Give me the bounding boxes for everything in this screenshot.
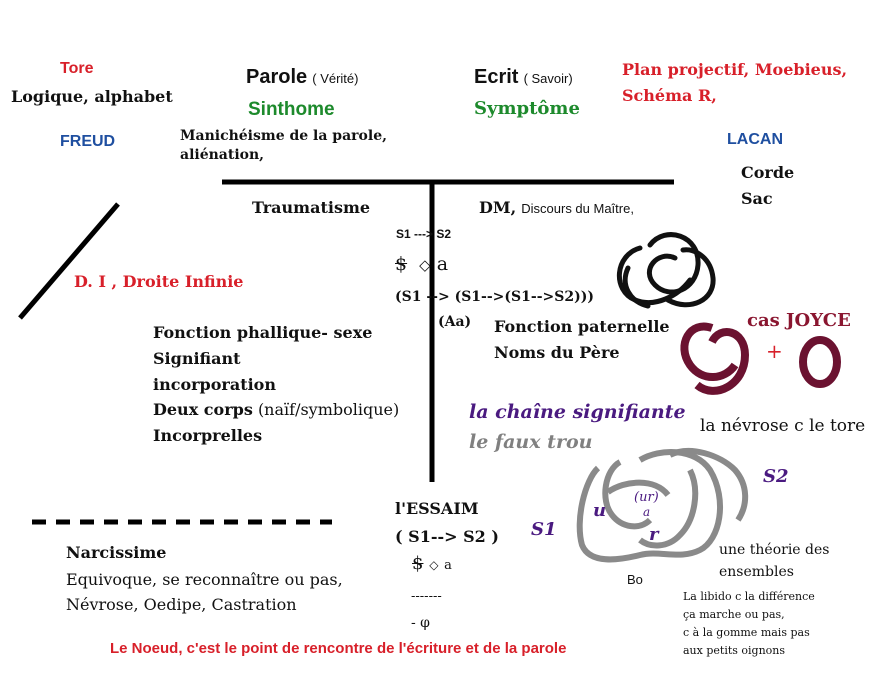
borromean-knot-icon: [576, 448, 749, 563]
narcissisme-line-1: Equivoque, se reconnaître ou pas,: [66, 570, 343, 589]
bo-label: Bo: [627, 572, 643, 587]
ecrit-title: Ecrit: [474, 66, 519, 88]
barred-s: $: [395, 253, 408, 275]
plus-sign: +: [766, 339, 783, 363]
s1-knot-label: S1: [531, 519, 557, 540]
noms-du-pere-label: Noms du Père: [494, 343, 620, 362]
libido-line-2: ça marche ou pas,: [683, 608, 785, 621]
phallique-line-4: Deux corps (naïf/symbolique): [153, 400, 400, 419]
narcissisme-line-2: Névrose, Oedipe, Castration: [66, 595, 297, 614]
nevrose-label: la névrose c le tore: [700, 416, 866, 436]
phallique-line-5: Incorprelles: [153, 426, 263, 445]
essaim-losange-icon: ◇: [429, 558, 439, 572]
ur-knot-label: (ur): [634, 490, 659, 505]
signifier-chain-formula: (S1 --> (S1-->(S1-->S2))): [395, 289, 594, 305]
parole-desc-1: Manichéisme de la parole,: [180, 128, 387, 144]
parole-sub: ( Vérité): [312, 71, 359, 86]
objet-a: a: [436, 253, 449, 275]
faux-trou-label: le faux trou: [469, 431, 593, 453]
phallique-line-3: incorporation: [153, 375, 276, 394]
joyce-rings-icon: [680, 322, 841, 395]
s1-s2-formula: S1 ---> S2: [396, 227, 452, 241]
fonction-paternelle-label: Fonction paternelle: [494, 317, 670, 336]
libido-line-1: La libido c la différence: [683, 590, 815, 603]
u-knot-label: u: [593, 500, 607, 521]
traumatisme-label: Traumatisme: [252, 198, 371, 217]
joyce-label: cas JOYCE: [747, 310, 851, 331]
lacan-label: LACAN: [727, 131, 783, 148]
aa-formula: (Aa): [438, 314, 472, 330]
a-knot-label: a: [643, 505, 651, 519]
r-knot-label: r: [649, 524, 659, 545]
logique-label: Logique, alphabet: [11, 87, 173, 106]
ensembles-line-1: une théorie des: [719, 542, 830, 558]
s2-knot-label: S2: [763, 466, 789, 487]
droite-infinie-label: D. I , Droite Infinie: [74, 272, 244, 291]
phallique-line-2: Signifiant: [153, 349, 241, 368]
ecrit-sub: ( Savoir): [523, 71, 573, 86]
tore-label: Tore: [60, 60, 94, 77]
dm-bold: DM,: [479, 198, 517, 217]
dm-label: DM, Discours du Maître,: [479, 198, 634, 217]
deux-corps-rest: (naïf/symbolique): [257, 400, 400, 419]
matheme-formula: $ ◇ a: [395, 253, 449, 276]
essaim-objet-a: a: [444, 558, 452, 573]
essaim-phi: - φ: [411, 615, 430, 631]
freud-label: FREUD: [60, 133, 116, 150]
essaim-title: l'ESSAIM: [395, 499, 479, 518]
parole-heading: Parole ( Vérité): [246, 66, 358, 89]
sac-label: Sac: [741, 189, 773, 208]
infinite-line: [18, 202, 120, 320]
narcissisme-title: Narcissime: [66, 543, 167, 562]
libido-line-4: aux petits oignons: [683, 644, 786, 657]
corde-label: Corde: [741, 163, 795, 182]
essaim-barred-s: $: [412, 553, 424, 574]
footer-statement: Le Noeud, c'est le point de rencontre de…: [110, 640, 567, 657]
schema-r-label: Schéma R,: [622, 86, 717, 105]
chaine-signifiante-label: la chaîne signifiante: [469, 401, 686, 423]
essaim-matheme: $ ◇ a: [412, 553, 452, 575]
sinthome-label: Sinthome: [248, 99, 335, 120]
phallique-line-1: Fonction phallique- sexe: [153, 323, 373, 342]
deux-corps: Deux corps: [153, 400, 253, 419]
essaim-formula: ( S1--> S2 ): [395, 527, 499, 546]
ecrit-heading: Ecrit ( Savoir): [474, 66, 573, 89]
parole-title: Parole: [246, 66, 308, 88]
dm-rest: Discours du Maître,: [521, 201, 634, 216]
trefoil-knot-icon: [617, 232, 716, 309]
essaim-dashes: -------: [411, 589, 442, 604]
plan-projectif-label: Plan projectif, Moebieus,: [622, 60, 848, 79]
losange-icon: ◇: [419, 256, 431, 274]
ensembles-line-2: ensembles: [719, 564, 794, 580]
symptome-label: Symptôme: [474, 98, 580, 119]
parole-desc-2: aliénation,: [180, 147, 265, 163]
libido-line-3: c à la gomme mais pas: [683, 626, 810, 639]
